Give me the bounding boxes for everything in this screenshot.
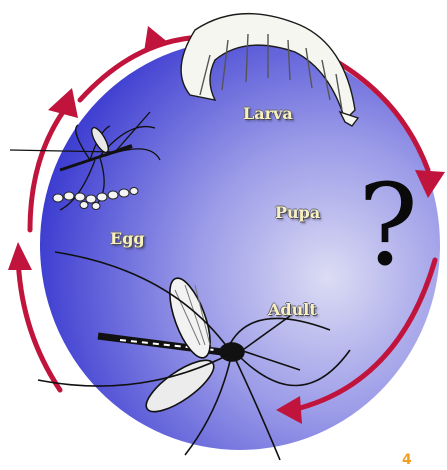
page-number: 4 [402, 452, 412, 468]
stage-label-pupa: Pupa [275, 203, 320, 222]
arrowhead-topleft [48, 88, 78, 118]
stage-label-adult: Adult [268, 300, 317, 319]
stage-label-egg: Egg [110, 229, 145, 248]
stage-label-larva: Larva [243, 104, 293, 123]
arrowhead-left [8, 242, 32, 270]
question-mark: ? [358, 170, 418, 282]
